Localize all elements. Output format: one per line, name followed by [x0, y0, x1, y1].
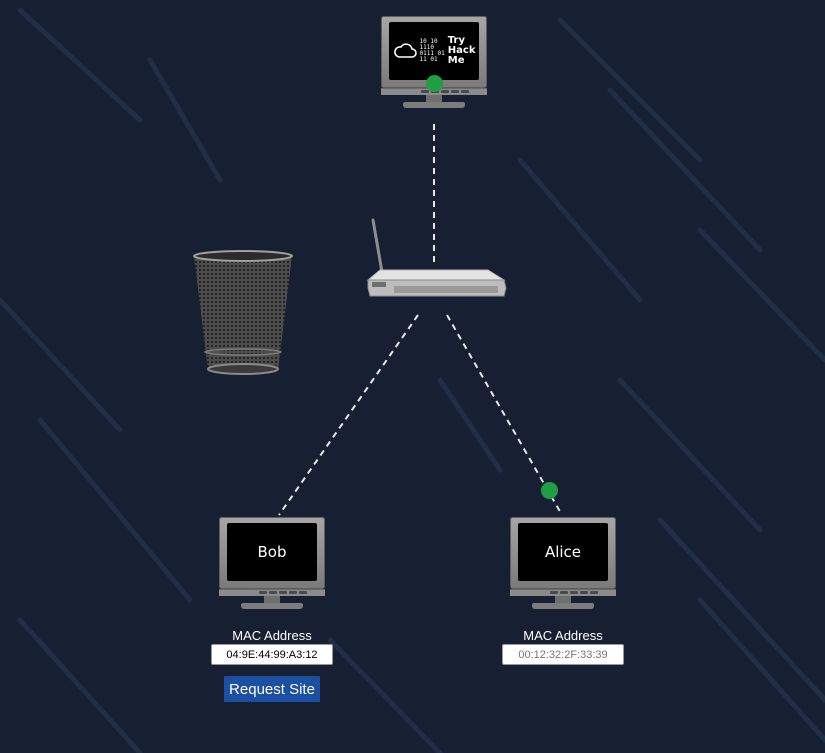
bob-mac-field[interactable] — [211, 644, 333, 665]
cloud-icon — [393, 43, 417, 58]
trash-bin-icon[interactable] — [190, 248, 296, 378]
alice-computer[interactable]: Alice — [510, 517, 616, 611]
link-router-bob — [278, 314, 419, 516]
monitor-controls — [219, 589, 325, 596]
logo-digits: 10 10 1110 0111 01 11 01 — [419, 38, 445, 63]
monitor-base — [241, 603, 303, 609]
request-site-button[interactable]: Request Site — [224, 676, 320, 702]
link-router-alice — [446, 314, 563, 516]
bob-mac-label: MAC Address — [232, 628, 312, 643]
logo-wordmark: Try Hack Me — [447, 35, 476, 66]
alice-mac-field[interactable] — [502, 644, 624, 665]
alice-mac-label: MAC Address — [523, 628, 603, 643]
bob-computer[interactable]: Bob — [219, 517, 325, 611]
alice-status-dot — [541, 482, 558, 499]
bob-screen: Bob — [227, 523, 317, 581]
monitor-neck — [264, 596, 280, 603]
alice-screen: Alice — [518, 523, 608, 581]
monitor-neck — [426, 95, 442, 102]
server-computer[interactable]: 10 10 1110 0111 01 11 01 Try Hack Me — [381, 16, 487, 110]
server-status-dot — [426, 75, 443, 92]
monitor-controls — [510, 589, 616, 596]
tryhackme-logo: 10 10 1110 0111 01 11 01 Try Hack Me — [393, 36, 476, 66]
server-screen: 10 10 1110 0111 01 11 01 Try Hack Me — [389, 22, 479, 80]
router-icon[interactable] — [364, 216, 510, 300]
monitor-base — [532, 603, 594, 609]
monitor-base — [403, 102, 465, 108]
monitor-neck — [555, 596, 571, 603]
